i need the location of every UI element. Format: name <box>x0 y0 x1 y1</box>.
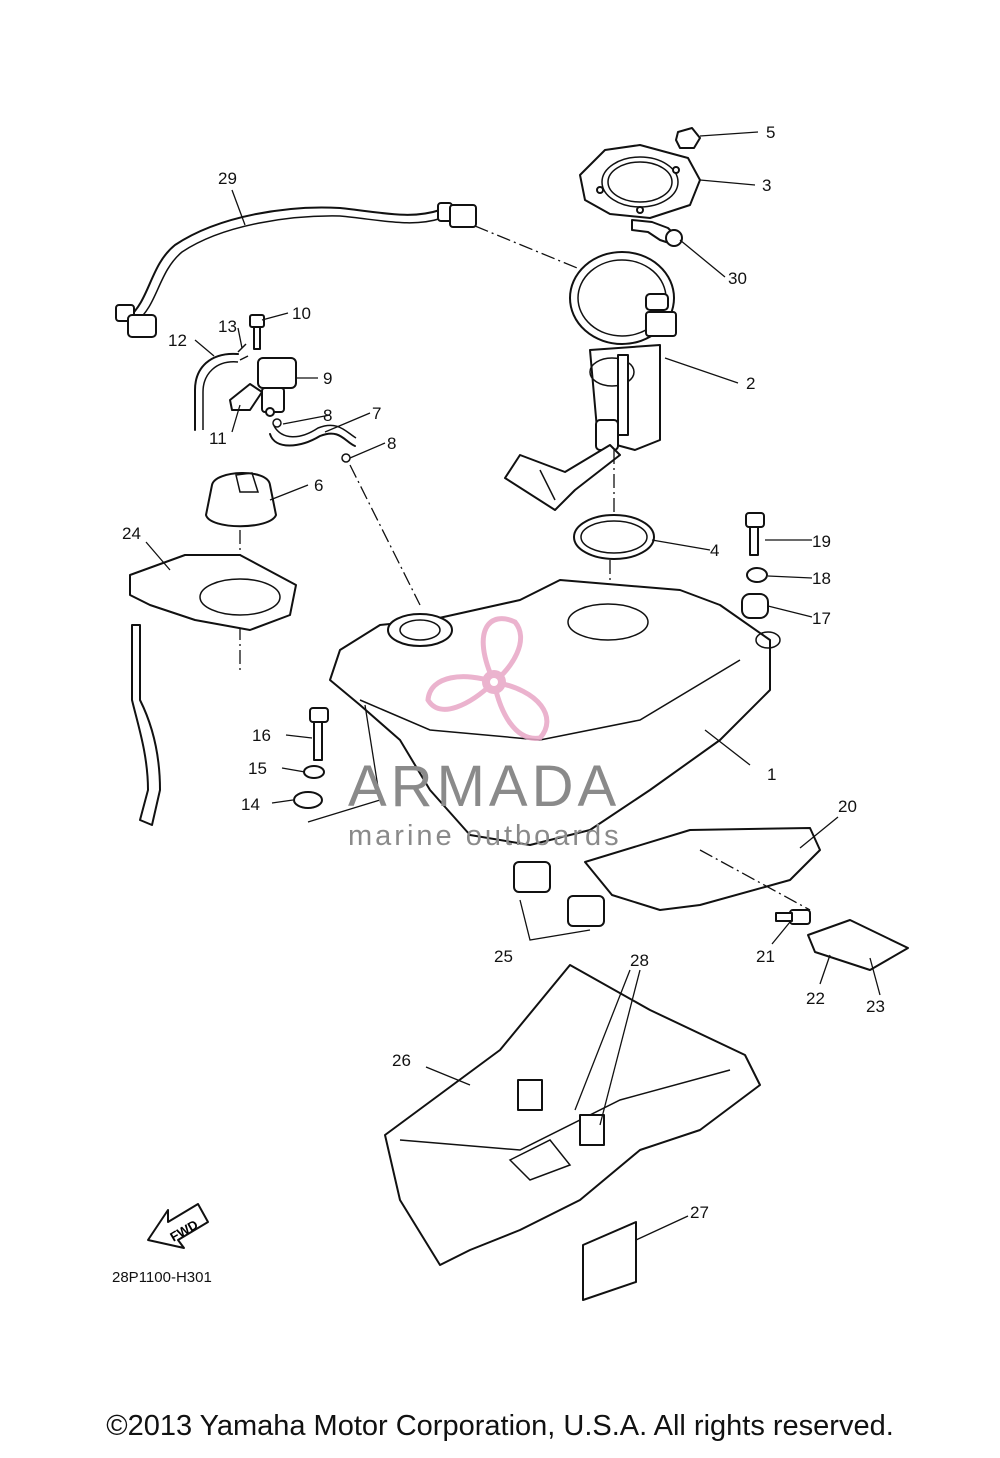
part-5-nut <box>675 127 701 149</box>
callout-10: 10 <box>292 304 311 323</box>
callout-8a: 8 <box>323 406 332 425</box>
part-15-washer <box>303 765 325 779</box>
callout-9: 9 <box>323 369 332 388</box>
part-24-filler-tray <box>129 554 297 826</box>
callout-29: 29 <box>218 169 237 188</box>
callout-13: 13 <box>218 317 237 336</box>
callout-17: 17 <box>812 609 831 628</box>
part-7-hose <box>269 424 357 447</box>
part-9-valve <box>257 357 297 417</box>
callout-3: 3 <box>762 176 771 195</box>
part-29-hose <box>115 202 477 338</box>
callout-19: 19 <box>812 532 831 551</box>
callout-15: 15 <box>248 759 267 778</box>
callout-26: 26 <box>392 1051 411 1070</box>
part-10-bolt <box>249 314 265 350</box>
callout-2: 2 <box>746 374 755 393</box>
callout-14: 14 <box>241 795 260 814</box>
part-14-grommet <box>293 791 323 809</box>
leader-lines <box>145 131 881 1241</box>
callout-18: 18 <box>812 569 831 588</box>
part-11-bracket <box>229 383 263 411</box>
callout-28: 28 <box>630 951 649 970</box>
callout-27: 27 <box>690 1203 709 1222</box>
callout-labels: 1 2 3 4 5 6 7 8 8 9 10 11 12 13 14 15 16… <box>122 123 885 1222</box>
part-21-bolt <box>775 909 811 925</box>
part-12-hose <box>194 352 239 431</box>
callout-30: 30 <box>728 269 747 288</box>
part-17-grommet <box>741 593 769 619</box>
part-19-bolt <box>745 512 765 556</box>
callout-12: 12 <box>168 331 187 350</box>
callout-6: 6 <box>314 476 323 495</box>
part-20-heat-shield <box>584 827 821 911</box>
part-4-o-ring <box>573 514 655 560</box>
part-25-damper-a <box>513 861 551 893</box>
part-18-washer <box>746 567 768 583</box>
part-22-23-pad <box>807 919 909 971</box>
part-16-bolt <box>309 707 329 761</box>
part-27-label <box>582 1221 637 1301</box>
drawing-code: 28P1100-H301 <box>112 1269 212 1286</box>
part-8-clip-lower <box>341 453 351 463</box>
copyright-notice: ©2013 Yamaha Motor Corporation, U.S.A. A… <box>106 1410 894 1442</box>
part-13-clip <box>237 343 249 361</box>
callout-5: 5 <box>766 123 775 142</box>
callout-21: 21 <box>756 947 775 966</box>
watermark-brand: ARMADA <box>348 754 620 819</box>
part-8-clip-upper <box>272 418 282 428</box>
part-25-damper-b <box>567 895 605 927</box>
watermark-logo <box>425 616 550 741</box>
part-2-fuel-pump <box>504 251 677 511</box>
fwd-arrow-icon: FWD <box>147 1203 209 1249</box>
callout-25: 25 <box>494 947 513 966</box>
callout-20: 20 <box>838 797 857 816</box>
callout-7: 7 <box>372 404 381 423</box>
callout-23: 23 <box>866 997 885 1016</box>
part-1-fuel-tank <box>329 579 781 846</box>
callout-1: 1 <box>767 765 776 784</box>
part-3-retainer-plate <box>579 144 701 219</box>
callout-4: 4 <box>710 541 719 560</box>
callout-24: 24 <box>122 524 141 543</box>
callout-11: 11 <box>209 429 227 448</box>
callout-22: 22 <box>806 989 825 1008</box>
part-6-fuel-cap <box>205 472 277 528</box>
callout-16: 16 <box>252 726 271 745</box>
callout-8b: 8 <box>387 434 396 453</box>
part-26-under-cover <box>384 964 761 1266</box>
part-30-clip <box>631 219 683 247</box>
watermark-tagline: marine outboards <box>348 820 622 852</box>
